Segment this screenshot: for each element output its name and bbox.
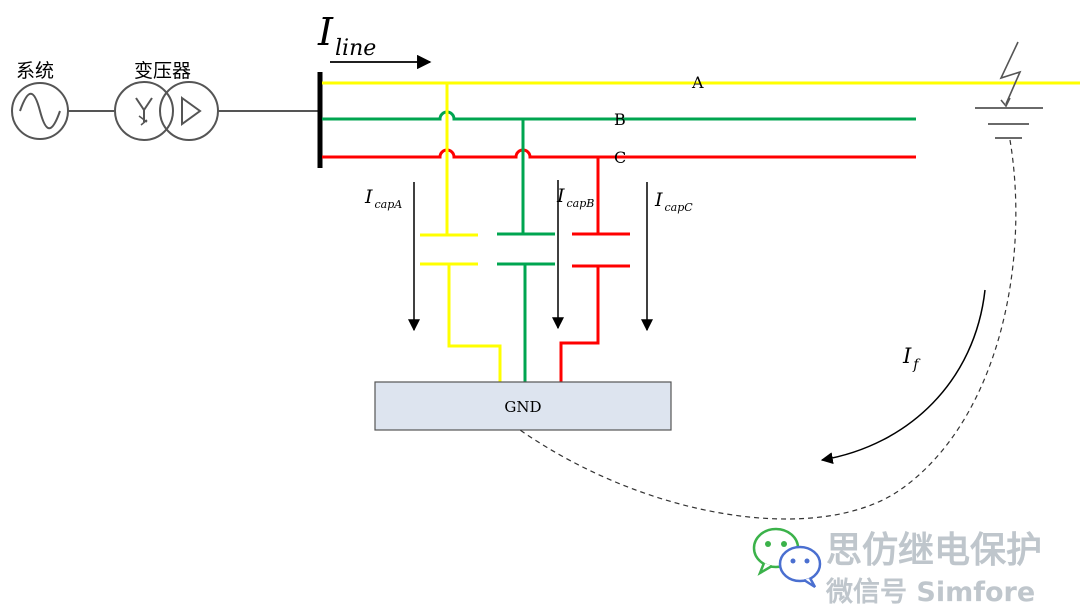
fault-return-path [519,139,1017,520]
phase-b-label: B [614,110,626,129]
wechat-icon [752,527,822,589]
watermark-title: 思仿继电保护 [826,530,1042,571]
transformer-icon [114,81,219,141]
i-line-label: Iline [317,10,376,61]
capacitor-c-branch [559,157,630,382]
capacitor-a-branch [420,83,502,382]
transformer-label: 变压器 [134,60,191,82]
phase-a-label: A [691,73,704,92]
i-f-arrow [820,289,986,465]
phase-c-label: C [614,148,626,167]
lightning-fault-icon [975,41,1043,139]
gnd-label: GND [504,398,541,416]
watermark-subtitle: 微信号 Simfore [825,577,1035,608]
gnd-box [374,381,672,431]
system-label: 系统 [16,60,54,82]
capacitor-b-branch [497,119,555,382]
phase-c-line [322,148,916,159]
ac-source-icon [11,82,69,140]
